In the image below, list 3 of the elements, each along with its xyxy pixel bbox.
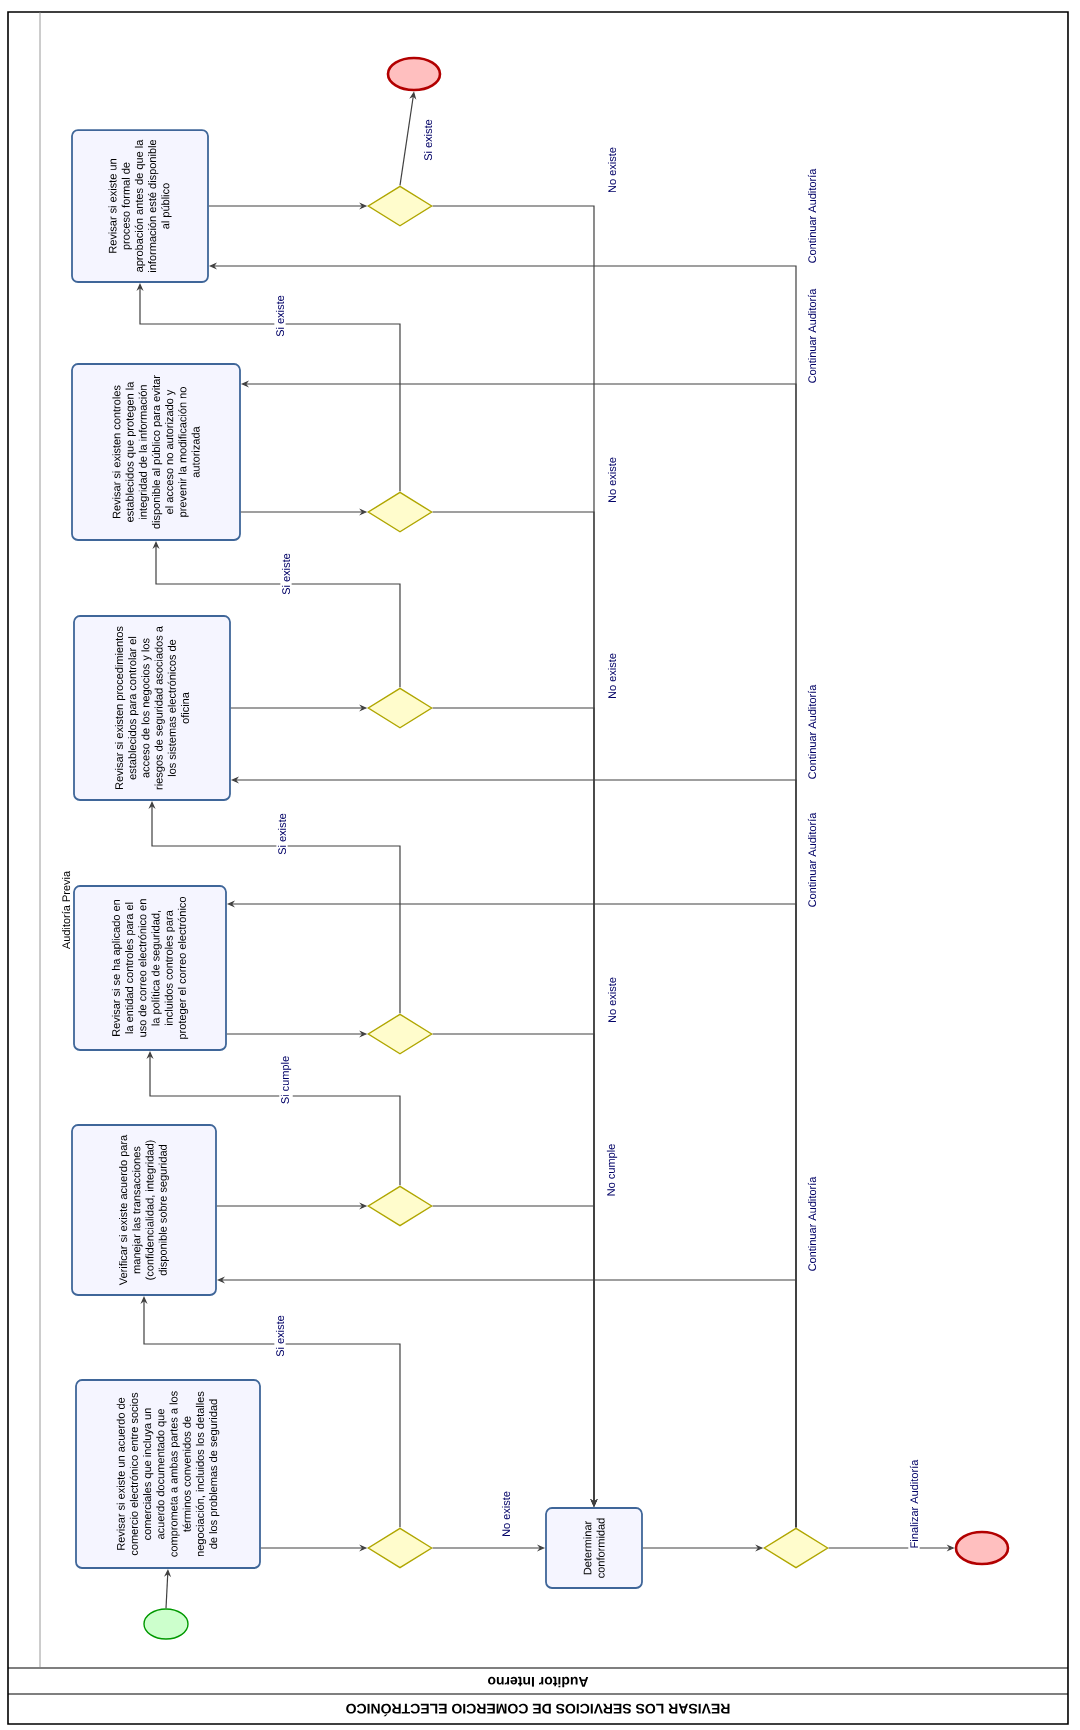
start-event [143, 1608, 189, 1640]
end-event [954, 1530, 1010, 1566]
end-event [386, 56, 442, 92]
